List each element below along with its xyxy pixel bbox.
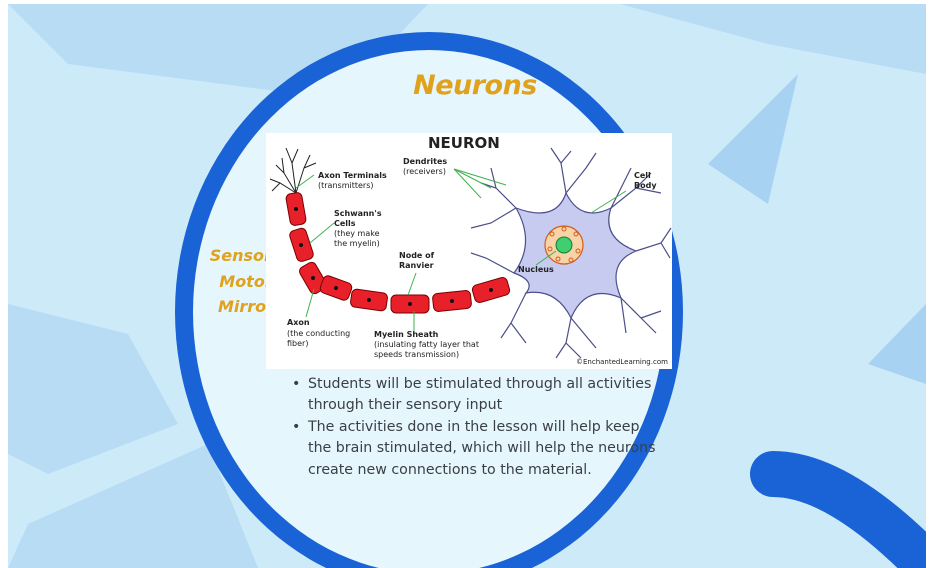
neuron-diagram: NEURON Axon Terminals (transmitters) Den… [266, 133, 672, 369]
label-schwanns: Schwann's [334, 209, 382, 219]
label-axon-terminals: Axon Terminals [318, 171, 387, 181]
label-dendrites-sub: (receivers) [403, 167, 446, 177]
label-ranvier: Ranvier [399, 261, 434, 271]
label-dendrites: Dendrites [403, 157, 447, 167]
label-node-of: Node of [399, 251, 434, 261]
label-myelin-sub-2: speeds transmission) [374, 350, 459, 360]
label-nucleus: Nucleus [518, 265, 554, 275]
slide-title: Neurons [395, 70, 555, 101]
axon-terminals-drawing [270, 148, 316, 193]
bg-shape-right-2 [868, 304, 926, 384]
bg-shape-left [8, 304, 178, 474]
diagram-heading: NEURON [428, 135, 500, 152]
label-axon: Axon [287, 318, 310, 328]
label-myelin-sub-1: (insulating fatty layer that [374, 340, 479, 350]
label-body: Body [634, 181, 657, 191]
bullet-list: Students will be stimulated through all … [288, 374, 658, 481]
bullet-item: Students will be stimulated through all … [288, 374, 658, 417]
label-myelin-sheath: Myelin Sheath [374, 330, 438, 340]
diagram-credit: ©EnchantedLearning.com [576, 358, 668, 367]
label-schwanns-sub-1: (they make [334, 229, 380, 239]
label-axon-sub-2: fiber) [287, 339, 308, 349]
label-schwanns-sub-2: the myelin) [334, 239, 380, 249]
label-cells: Cells [334, 219, 356, 229]
nucleolus-shape [556, 237, 572, 253]
bg-shape-right-1 [708, 74, 798, 204]
label-axon-terminals-sub: (transmitters) [318, 181, 373, 191]
bg-shape-top-right [620, 4, 926, 74]
label-axon-sub-1: (the conducting [287, 329, 350, 339]
bullet-item: The activities done in the lesson will h… [288, 417, 658, 481]
magnifier-handle [773, 474, 926, 564]
label-cell: Cell [634, 171, 651, 181]
